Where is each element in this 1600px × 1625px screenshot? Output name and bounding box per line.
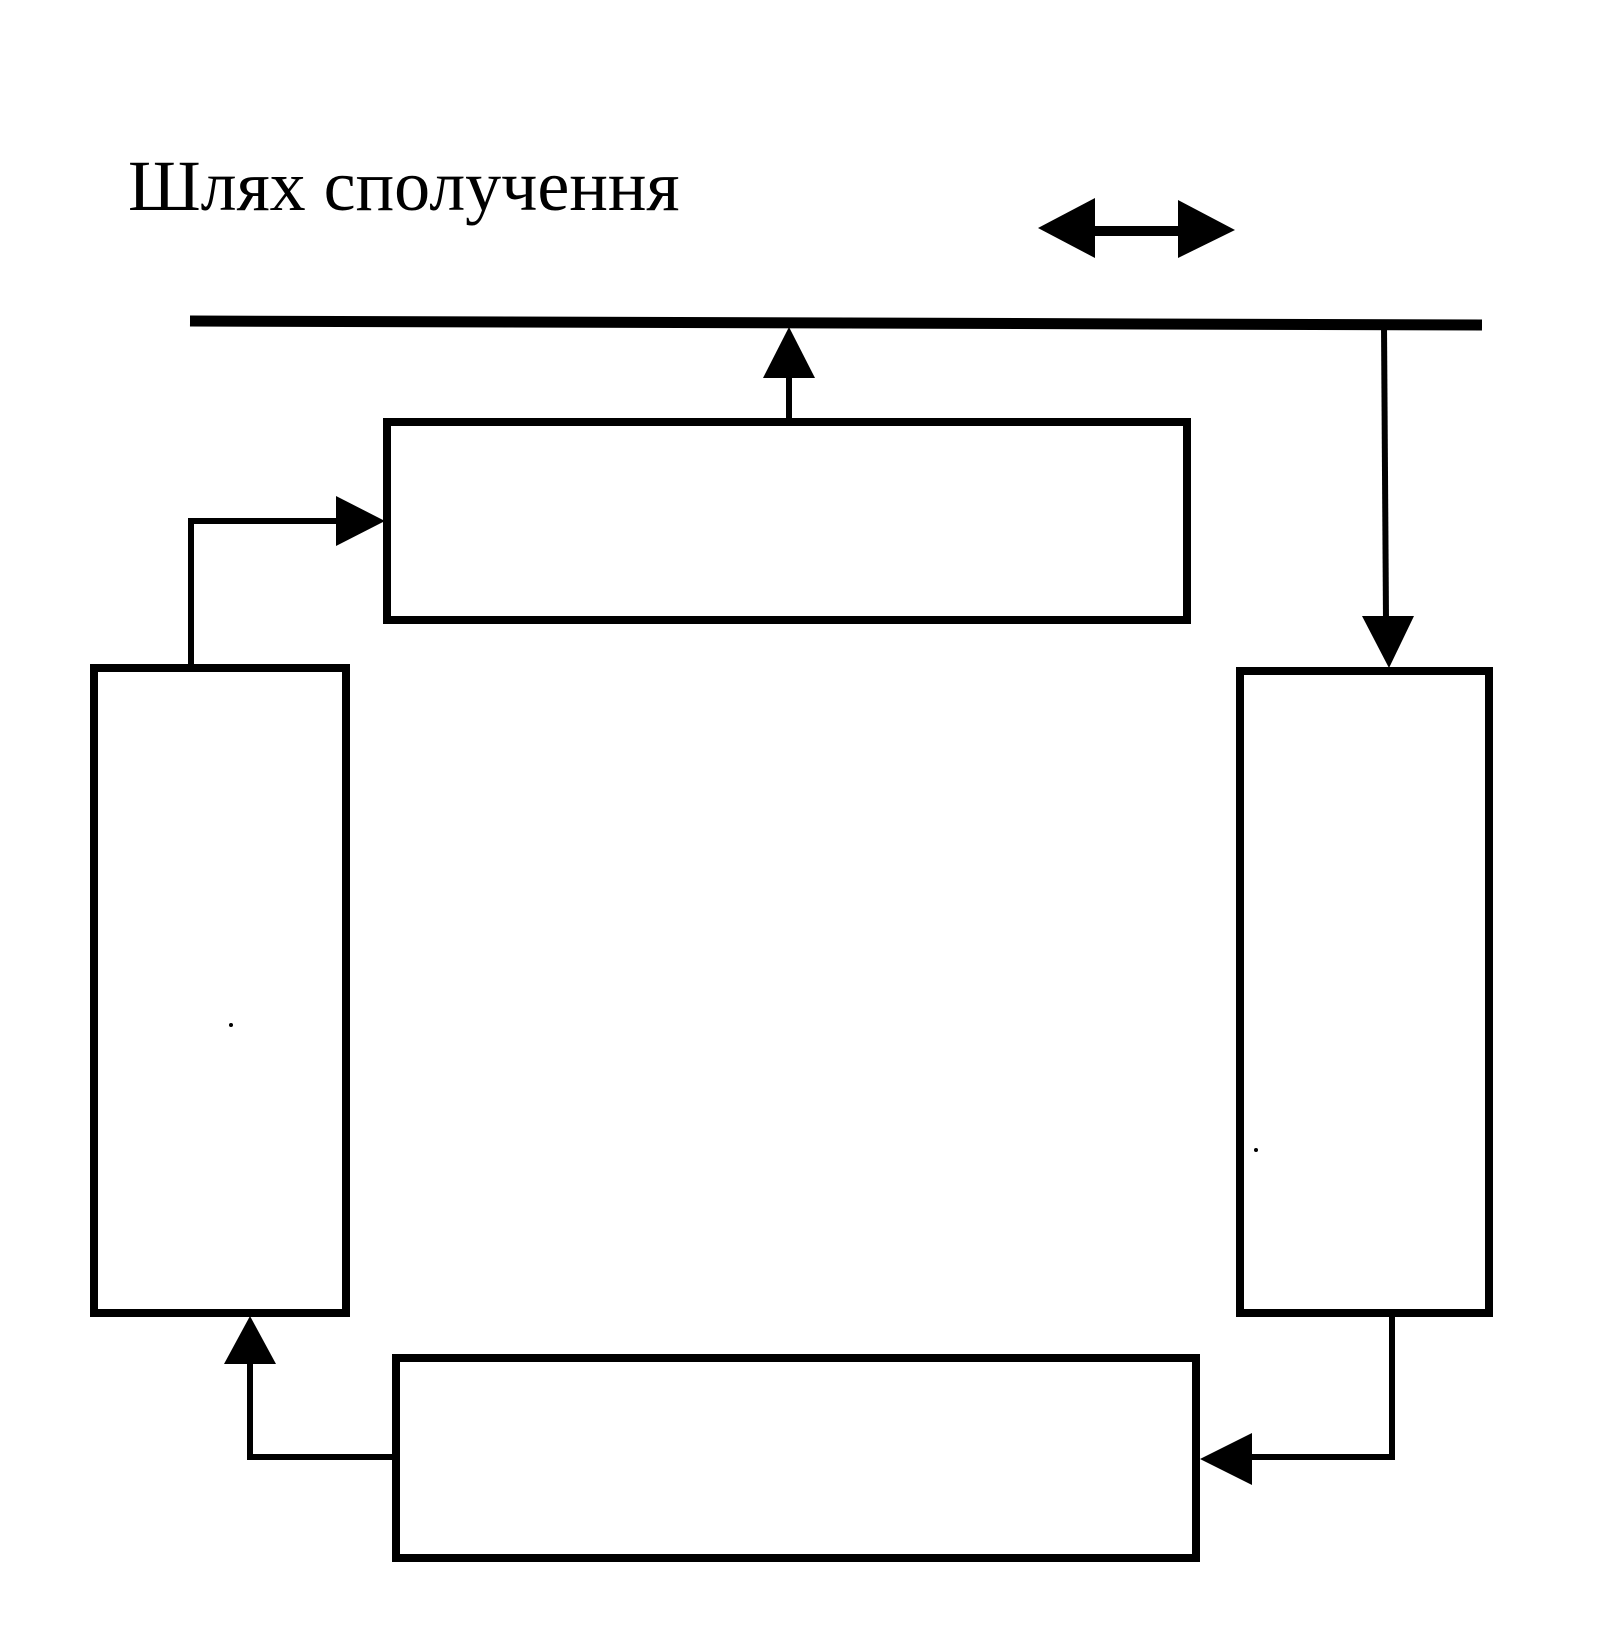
arrow-bus-to-right-block [1362,325,1414,668]
communication-bus-line [189,315,1483,331]
block-top [383,418,1191,624]
scan-speck [229,1023,233,1027]
arrow-right-block-to-bottom-block [1200,1313,1395,1485]
scan-speck [1254,1148,1258,1152]
double-arrow-horizontal-icon [1038,198,1235,258]
block-left [90,664,350,1317]
block-bottom [392,1354,1200,1562]
block-right [1236,667,1493,1317]
arrow-bottom-block-to-left-block [224,1316,396,1460]
diagram-title: Шлях сполучення [128,146,680,226]
arrow-left-block-to-top-block [188,496,385,668]
arrow-top-block-to-bus [763,327,815,418]
